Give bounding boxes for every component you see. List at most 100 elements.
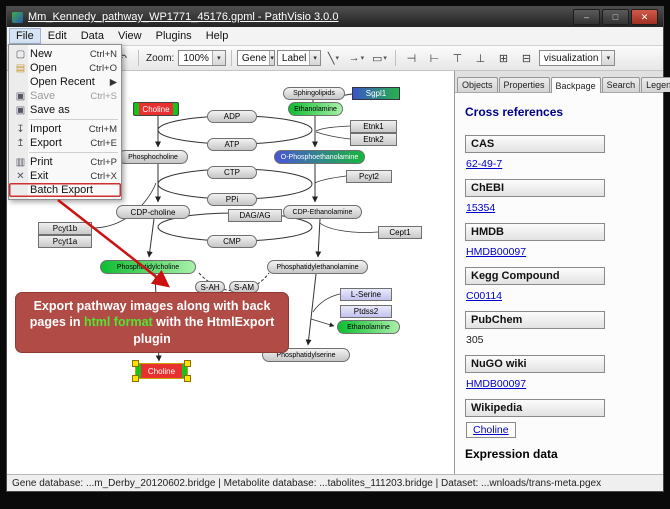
tab-legend[interactable]: Legend	[641, 77, 670, 92]
pathway-node-ctp[interactable]: CTP	[207, 166, 257, 179]
menu-file[interactable]: File	[9, 28, 41, 44]
file-menu-item-save-as[interactable]: ▣Save as	[9, 103, 121, 117]
side-panel: ObjectsPropertiesBackpageSearchLegend Cr…	[455, 71, 670, 474]
align-left-icon[interactable]: ⊣	[406, 52, 417, 65]
selection-handle[interactable]	[132, 360, 139, 367]
pathway-node-l-serine[interactable]: L-Serine	[340, 288, 392, 301]
align-top-icon[interactable]: ⊤	[452, 52, 463, 65]
tab-properties[interactable]: Properties	[498, 77, 550, 92]
pathway-node-cmp[interactable]: CMP	[207, 235, 257, 248]
file-menu-item-label: Save as	[30, 104, 70, 116]
pathway-node-cdp-ethanolamine[interactable]: CDP-Ethanolamine	[283, 205, 362, 219]
crossref-link-hmdb00097[interactable]: HMDB00097	[466, 246, 527, 258]
crossref-label-nugo-wiki: NuGO wiki	[465, 355, 605, 373]
datanode-combo-value: Gene	[241, 52, 267, 64]
pathway-node-choline[interactable]: Choline	[133, 102, 179, 116]
crossref-link-62-49-7[interactable]: 62-49-7	[466, 158, 503, 170]
pathway-node-etnk1[interactable]: Etnk1	[350, 120, 397, 133]
pathway-node-o-phosphoethanolamine[interactable]: O-Phosphoethanolamine	[274, 150, 365, 164]
pathway-node-cdp-choline[interactable]: CDP-choline	[116, 205, 190, 219]
selection-handle[interactable]	[184, 360, 191, 367]
file-menu-item-label: Print	[30, 156, 53, 168]
datanode-combo[interactable]: Gene▾	[236, 50, 275, 66]
arrow-tool-icon[interactable]: →▾	[348, 52, 365, 64]
pathway-node-phosphatidylcholine[interactable]: Phosphatidylcholine	[100, 260, 196, 274]
align-bottom-icon[interactable]: ⊥	[475, 52, 486, 65]
export-icon: ↥	[16, 137, 25, 149]
pathway-node-ethanolamine[interactable]: Ethanolamine	[337, 320, 400, 334]
file-menu-item-label: Open	[30, 62, 57, 74]
align-right-icon[interactable]: ⊢	[429, 52, 440, 65]
menu-separator	[29, 152, 118, 153]
crossref-link-15354[interactable]: 15354	[466, 202, 496, 214]
pathway-node-pcyt1b[interactable]: Pcyt1b	[38, 222, 92, 235]
line-tool-icon[interactable]: ╲▾	[327, 52, 339, 65]
new-file-icon: ▢	[15, 48, 26, 60]
pathway-node-phosphatidylethanolamine[interactable]: Phosphatidylethanolamine	[267, 260, 368, 274]
pathway-node-phosphocholine[interactable]: Phosphocholine	[118, 150, 188, 164]
pathway-node-cept1[interactable]: Cept1	[378, 226, 422, 239]
tab-search[interactable]: Search	[601, 77, 641, 92]
chevron-down-icon: ▾	[335, 55, 339, 62]
tab-backpage[interactable]: Backpage	[550, 77, 601, 93]
expression-data-title: Expression data	[465, 447, 558, 461]
label-combo[interactable]: Label▾	[276, 50, 321, 66]
window-title: Mm_Kennedy_pathway_WP1771_45176.gpml - P…	[28, 11, 339, 23]
crossref-value: Choline	[466, 422, 653, 438]
pathway-node-sphingolipids[interactable]: Sphingolipids	[283, 87, 345, 100]
pathway-node-etnk2[interactable]: Etnk2	[350, 133, 397, 146]
zoom-label: Zoom:	[146, 52, 175, 64]
pathway-node-sgpl1[interactable]: Sgpl1	[352, 87, 400, 100]
file-menu-item-shortcut: Ctrl+S	[90, 90, 117, 102]
file-menu-item-shortcut: Ctrl+M	[88, 123, 117, 135]
file-menu-item-batch-export[interactable]: Batch Export	[9, 183, 121, 197]
tab-objects[interactable]: Objects	[457, 77, 498, 92]
file-menu-item-open-recent[interactable]: Open Recent▶	[9, 75, 121, 89]
pathway-node-ppi[interactable]: PPi	[207, 193, 257, 206]
open-folder-icon: ▤	[15, 62, 26, 74]
undo-icon[interactable]: ↶	[117, 52, 128, 65]
menu-view[interactable]: View	[117, 30, 142, 42]
selection-handle[interactable]	[132, 375, 139, 382]
pathway-node-dag-ag[interactable]: DAG/AG	[228, 209, 282, 222]
pathway-node-choline[interactable]: Choline	[132, 360, 191, 382]
crossref-link-c00114[interactable]: C00114	[466, 290, 503, 302]
pathway-node-atp[interactable]: ATP	[207, 138, 257, 151]
pathway-node-pcyt2[interactable]: Pcyt2	[346, 170, 392, 183]
menu-edit[interactable]: Edit	[47, 30, 67, 42]
pathway-node-adp[interactable]: ADP	[207, 110, 257, 123]
pathway-node-ethanolamine[interactable]: Ethanolamine	[288, 102, 343, 116]
pathway-node-ptdss2[interactable]: Ptdss2	[340, 305, 392, 318]
callout-text-highlight: html format	[83, 315, 153, 330]
shape-tool-icon[interactable]: ▭▾	[371, 52, 387, 65]
close-button[interactable]: ✕	[631, 9, 658, 25]
distribute-vertical-icon[interactable]: ⊟	[521, 52, 532, 65]
minimize-button[interactable]: –	[573, 9, 600, 25]
visualization-combo[interactable]: visualization▾	[538, 50, 616, 66]
import-icon: ↧	[16, 123, 25, 135]
distribute-horizontal-icon[interactable]: ⊞	[498, 52, 509, 65]
pathway-node-pcyt1a[interactable]: Pcyt1a	[38, 235, 92, 248]
title-bar: Mm_Kennedy_pathway_WP1771_45176.gpml - P…	[7, 7, 663, 27]
toolbar-separator	[394, 50, 396, 66]
file-menu-item-shortcut: Ctrl+E	[90, 137, 117, 149]
crossref-link-choline[interactable]: Choline	[466, 422, 516, 438]
menu-data[interactable]: Data	[80, 30, 104, 42]
zoom-combo[interactable]: 100%▾	[178, 50, 226, 66]
maximize-button[interactable]: □	[602, 9, 629, 25]
crossref-link-hmdb00097[interactable]: HMDB00097	[466, 378, 527, 390]
menu-help[interactable]: Help	[205, 30, 229, 42]
crossref-label-kegg-compound: Kegg Compound	[465, 267, 605, 285]
selection-handle[interactable]	[184, 375, 191, 382]
chevron-down-icon: ▾	[309, 51, 320, 65]
menu-plugins[interactable]: Plugins	[155, 30, 192, 42]
